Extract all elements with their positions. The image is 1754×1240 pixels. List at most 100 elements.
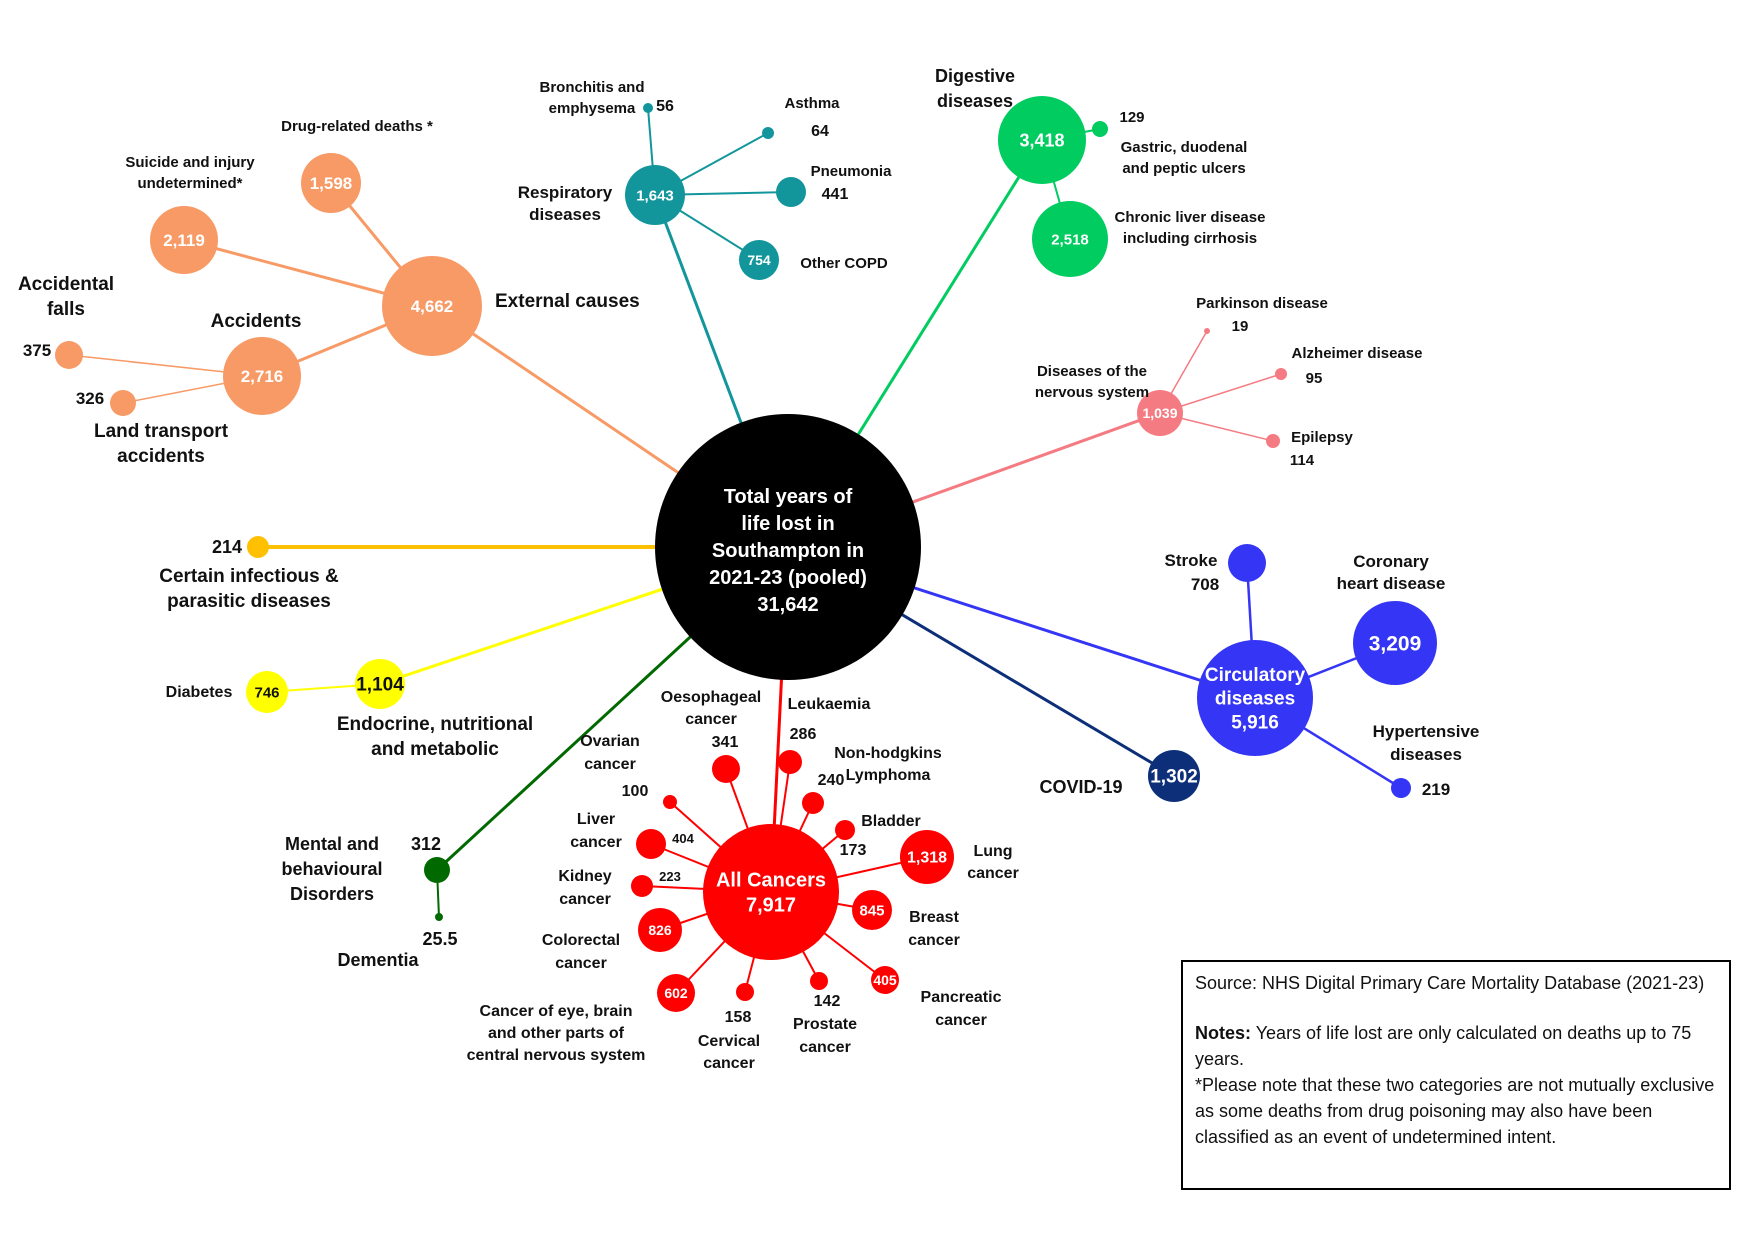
label-accidents: Accidents — [211, 311, 302, 332]
value-dementia: 25.5 — [422, 929, 457, 949]
node-circulatory — [1197, 640, 1313, 756]
label-mental: Mental and — [285, 834, 379, 854]
label-digestive: Digestive — [935, 66, 1015, 86]
node-asthma — [762, 127, 774, 139]
value-cns: 602 — [664, 985, 688, 1001]
value-infectious: 214 — [212, 537, 242, 557]
notes-text: Years of life lost are only calculated o… — [1195, 1023, 1692, 1069]
notes-box: Source: NHS Digital Primary Care Mortali… — [1181, 960, 1731, 1190]
value-mental: 312 — [411, 834, 441, 854]
node-external — [382, 256, 482, 356]
value-lung: 1,318 — [907, 850, 947, 867]
node-endocrine — [355, 659, 405, 709]
label-mental: Disorders — [290, 884, 374, 904]
value-cervical: 158 — [725, 1009, 752, 1026]
label-falls: falls — [47, 299, 85, 320]
label-oesophageal: cancer — [685, 711, 737, 728]
node-accidents — [223, 337, 301, 415]
node-parkinson — [1204, 328, 1210, 334]
node-falls — [55, 341, 83, 369]
label-bronchitis: Bronchitis and — [539, 79, 644, 96]
label-suicide: undetermined* — [137, 175, 242, 192]
label-gastric: and peptic ulcers — [1122, 160, 1245, 177]
label-cervical: Cervical — [698, 1033, 760, 1050]
node-ovarian — [663, 795, 677, 809]
label-kidney: cancer — [559, 891, 611, 908]
center-text-line: 2021-23 (pooled) — [709, 567, 867, 589]
value-gastric: 129 — [1119, 109, 1144, 126]
source-text: Source: NHS Digital Primary Care Mortali… — [1195, 973, 1705, 993]
label-endocrine: and metabolic — [371, 739, 499, 760]
node-alzheimer — [1275, 368, 1287, 380]
value-accidents: 2,716 — [241, 367, 284, 386]
label-infectious: Certain infectious & — [159, 566, 339, 587]
value-asthma: 64 — [811, 123, 829, 140]
value-chd: 3,209 — [1369, 632, 1422, 655]
label-lung: Lung — [973, 843, 1012, 860]
label-circulatory: Circulatory — [1205, 665, 1306, 686]
notes-paragraph: Notes: Years of life lost are only calcu… — [1195, 1020, 1717, 1072]
label-land: accidents — [117, 446, 205, 467]
value-diabetes: 746 — [254, 684, 279, 701]
value-pancreatic: 405 — [873, 972, 897, 988]
label-livercancer: cancer — [570, 834, 622, 851]
center-text-line: 31,642 — [757, 594, 818, 616]
node-infectious — [247, 536, 269, 558]
value-leukaemia: 286 — [790, 726, 817, 743]
node-diabetes — [246, 671, 288, 713]
label-livercancer: Liver — [577, 811, 615, 828]
value-hypertensive: 219 — [1422, 780, 1450, 799]
label-leukaemia: Leukaemia — [788, 696, 871, 713]
label-endocrine: Endocrine, nutritional — [337, 714, 533, 735]
label-ovarian: cancer — [584, 756, 636, 773]
label-bronchitis: emphysema — [549, 100, 636, 117]
center-text-line: Southampton in — [712, 540, 864, 562]
value-falls: 375 — [23, 341, 51, 360]
value-liver: 2,518 — [1051, 231, 1089, 248]
label-suicide: Suicide and injury — [125, 154, 255, 171]
label-covid: COVID-19 — [1039, 777, 1122, 797]
label-cns: and other parts of — [488, 1025, 625, 1042]
label-breast: Breast — [909, 909, 959, 926]
label-mental: behavioural — [281, 859, 382, 879]
value-cancers: 7,917 — [746, 895, 796, 917]
label-diabetes: Diabetes — [166, 684, 233, 701]
label-parkinson: Parkinson disease — [1196, 295, 1328, 312]
label-bladder: Bladder — [861, 813, 921, 830]
label-colorectal: Colorectal — [542, 932, 620, 949]
label-liver: including cirrhosis — [1123, 230, 1257, 247]
label-stroke: Stroke — [1165, 551, 1218, 570]
label-chd: heart disease — [1337, 574, 1446, 593]
center-text-line: life lost in — [741, 513, 834, 535]
category-nodes — [55, 96, 1437, 1012]
label-asthma: Asthma — [784, 95, 840, 112]
label-ovarian: Ovarian — [580, 733, 640, 750]
node-digestive — [998, 96, 1086, 184]
label-nhl: Lymphoma — [846, 767, 931, 784]
footnote-text: *Please note that these two categories a… — [1195, 1075, 1715, 1147]
node-cervical — [736, 983, 754, 1001]
node-bladder — [835, 820, 855, 840]
value-endocrine: 1,104 — [356, 675, 404, 696]
label-epilepsy: Epilepsy — [1291, 429, 1353, 446]
value-kidney: 223 — [659, 869, 681, 884]
label-falls: Accidental — [18, 274, 114, 295]
node-pneumonia — [776, 177, 806, 207]
label-external: External causes — [495, 291, 640, 312]
notes-label: Notes: — [1195, 1023, 1252, 1043]
node-cns — [657, 974, 695, 1012]
node-leukaemia — [778, 750, 802, 774]
value-stroke: 708 — [1191, 575, 1219, 594]
value-external: 4,662 — [411, 297, 454, 316]
value-breast: 845 — [859, 902, 884, 919]
value-drug: 1,598 — [310, 174, 353, 193]
node-drug — [301, 153, 361, 213]
value-oesophageal: 341 — [712, 734, 739, 751]
label-breast: cancer — [908, 932, 960, 949]
value-ovarian: 100 — [622, 783, 649, 800]
label-drug: Drug-related deaths * — [281, 118, 433, 135]
node-mental — [424, 857, 450, 883]
